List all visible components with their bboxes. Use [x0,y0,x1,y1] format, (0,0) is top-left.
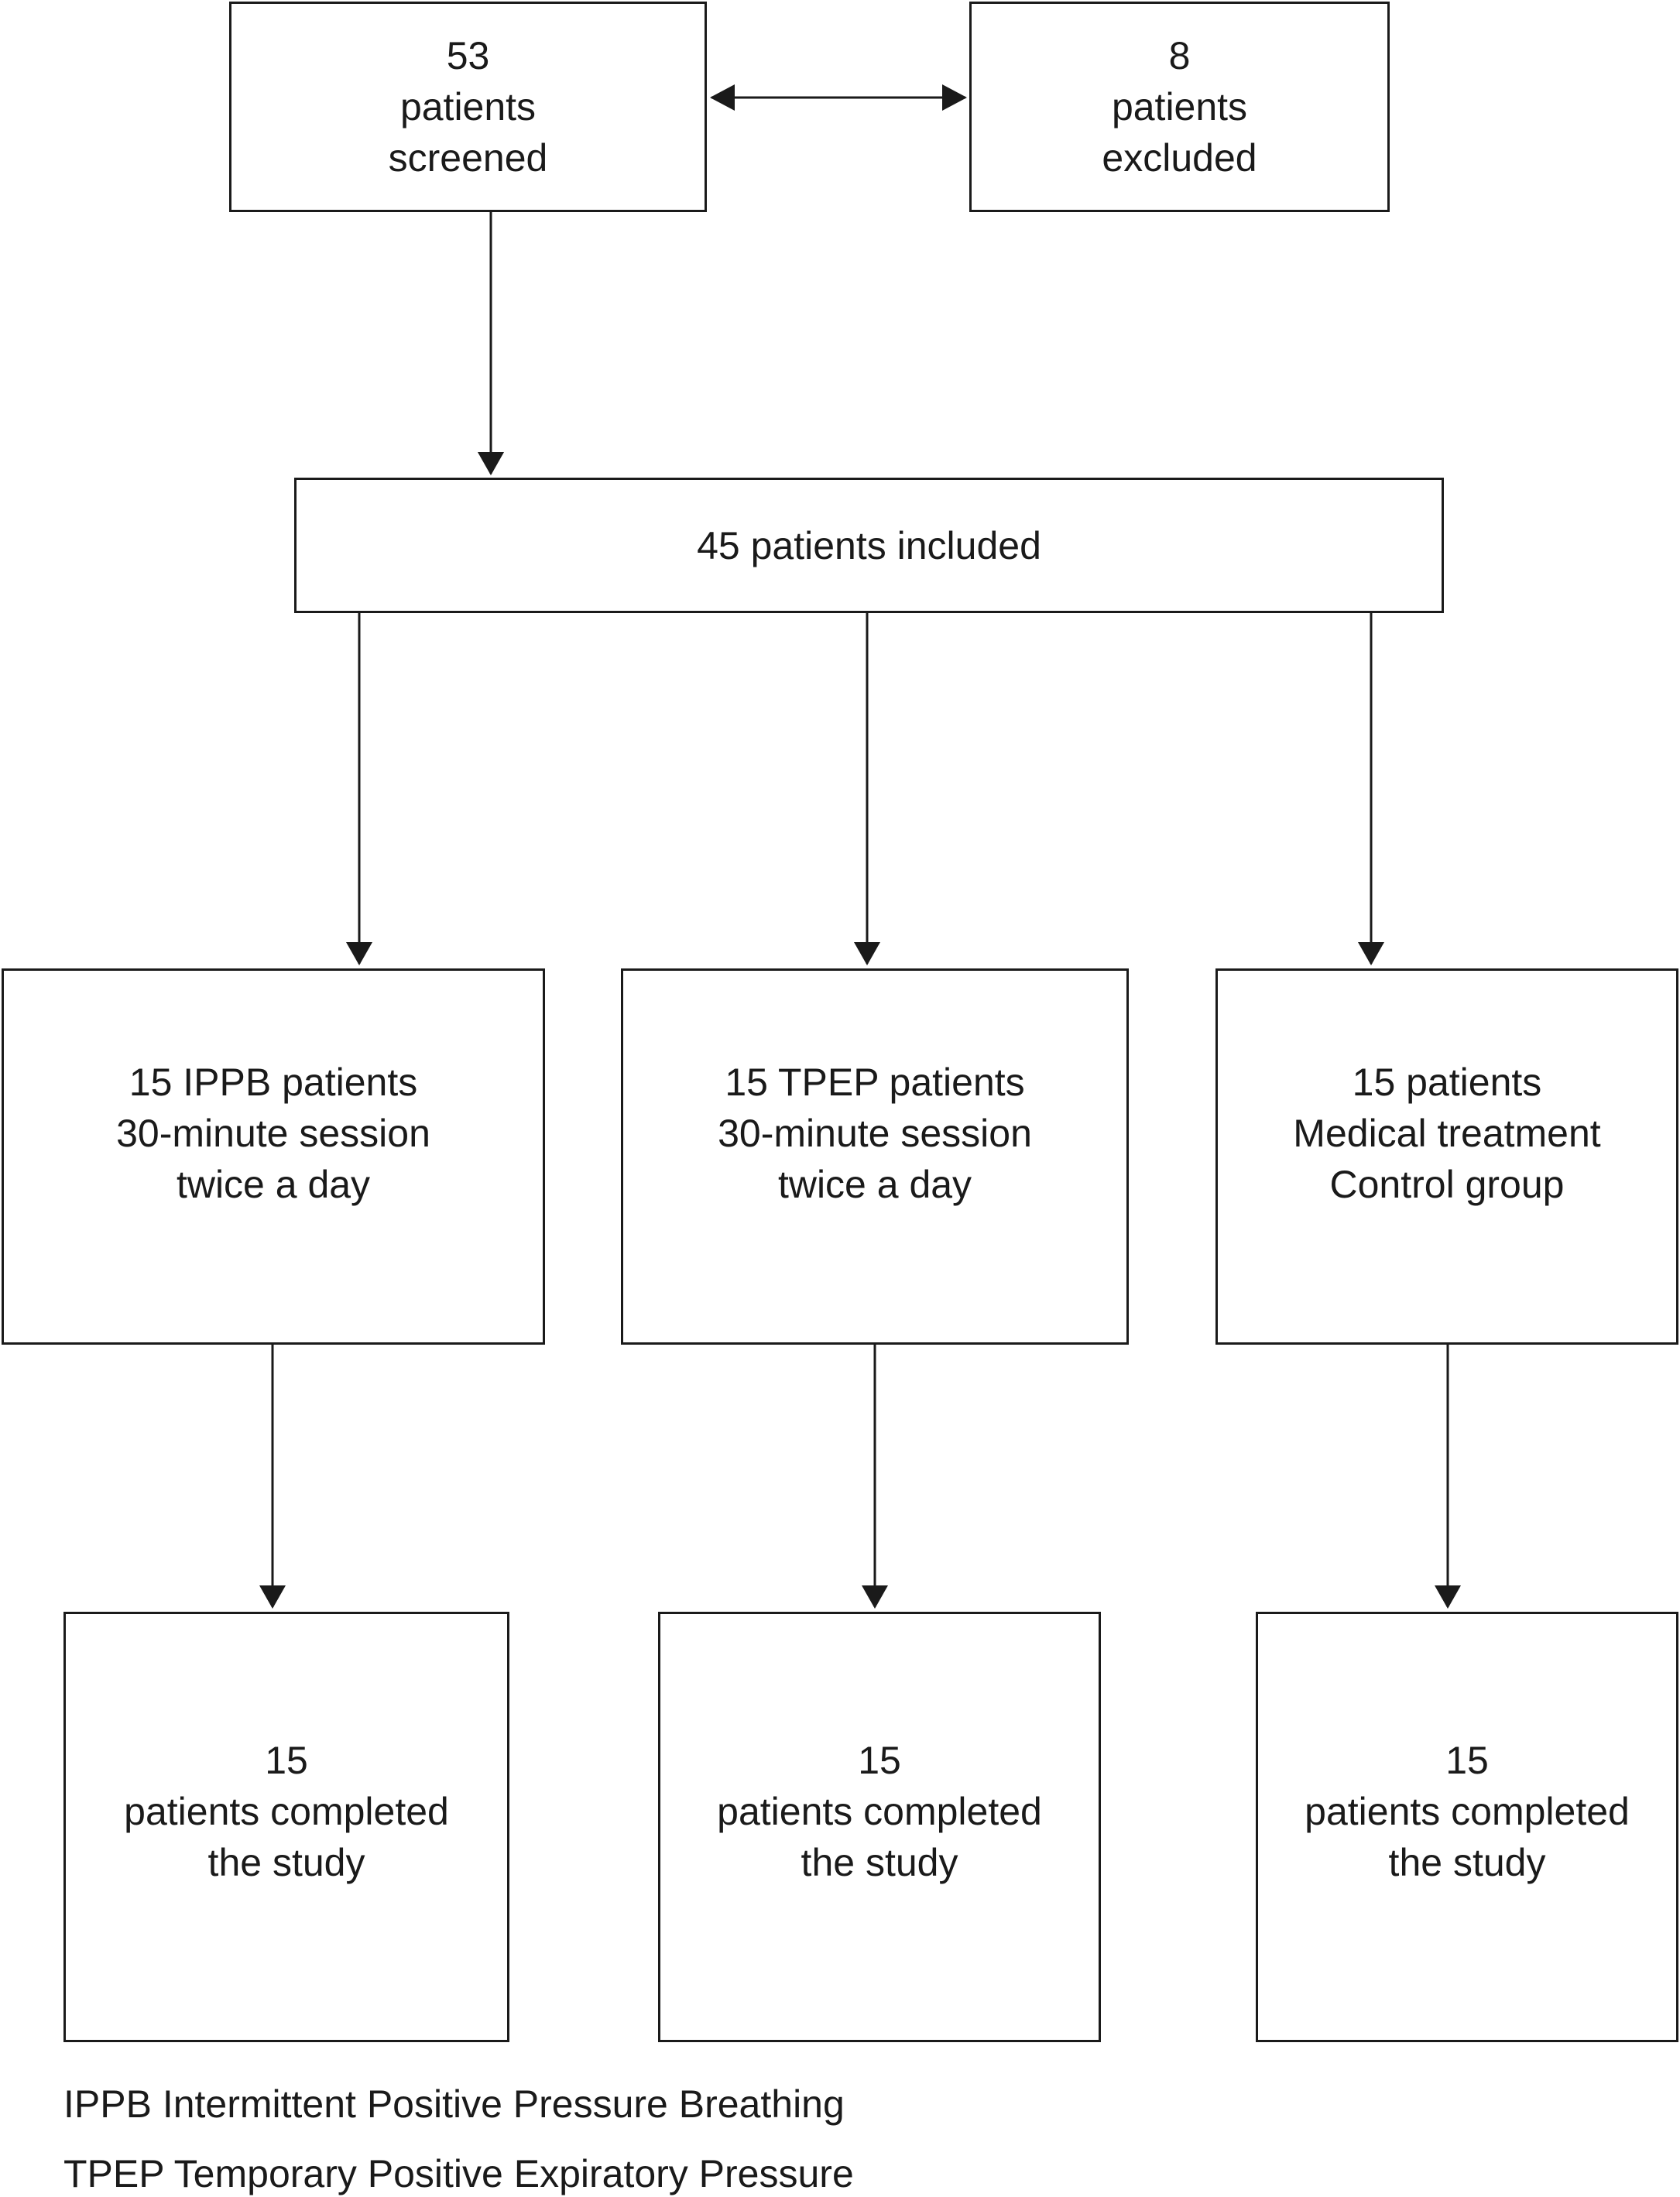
control-completed-count: 15 [1445,1739,1489,1782]
control-group-box: 15 patients Medical treatment Control gr… [1215,968,1678,1345]
patients-excluded-box: 8 patients excluded [969,2,1390,212]
arrowhead-tpep-completed [862,1585,888,1609]
arrowhead-ippb-completed [259,1585,286,1609]
legend-ippb-definition: IPPB Intermittent Positive Pressure Brea… [63,2082,845,2126]
excluded-count: 8 [1168,34,1191,77]
ippb-completed-box: 15 patients completed the study [63,1612,509,2042]
included-label: 45 patients included [697,523,1041,567]
ippb-session-label: 30-minute session [116,1112,430,1155]
tpep-group-label: 15 TPEP patients [725,1061,1025,1104]
ippb-completed-label-1: patients completed [124,1790,449,1833]
arrowhead-screened-included [478,452,504,475]
excluded-label-1: patients [1111,85,1248,129]
screened-label-1: patients [399,85,537,129]
control-count-label: 15 patients [1352,1061,1542,1104]
ippb-frequency-label: twice a day [176,1163,371,1206]
ippb-completed-count: 15 [265,1739,308,1782]
tpep-frequency-label: twice a day [777,1163,972,1206]
tpep-group-box: 15 TPEP patients 30-minute session twice… [621,968,1129,1345]
control-completed-label-2: the study [1388,1841,1546,1884]
patients-screened-box: 53 patients screened [229,2,707,212]
arrowhead-control-completed [1435,1585,1461,1609]
tpep-completed-box: 15 patients completed the study [658,1612,1101,2042]
tpep-completed-label-1: patients completed [717,1790,1042,1833]
ippb-group-label: 15 IPPB patients [129,1061,418,1104]
legend-tpep-definition: TPEP Temporary Positive Expiratory Press… [63,2152,854,2195]
excluded-label-2: excluded [1102,136,1257,180]
tpep-completed-count: 15 [858,1739,901,1782]
tpep-session-label: 30-minute session [718,1112,1032,1155]
arrowhead-excluded-right [942,84,967,111]
control-completed-label-1: patients completed [1305,1790,1630,1833]
control-treatment-label: Medical treatment [1293,1112,1601,1155]
control-completed-box: 15 patients completed the study [1256,1612,1678,2042]
arrowhead-included-ippb [346,942,372,965]
screened-count: 53 [446,34,490,77]
tpep-completed-label-2: the study [801,1841,958,1884]
screened-label-2: screened [388,136,548,180]
arrowhead-included-tpep [854,942,880,965]
control-group-label: Control group [1329,1163,1565,1206]
ippb-group-box: 15 IPPB patients 30-minute session twice… [2,968,545,1345]
arrowhead-included-control [1358,942,1384,965]
patients-included-box: 45 patients included [294,478,1444,613]
arrowhead-excluded-left [710,84,735,111]
ippb-completed-label-2: the study [207,1841,365,1884]
